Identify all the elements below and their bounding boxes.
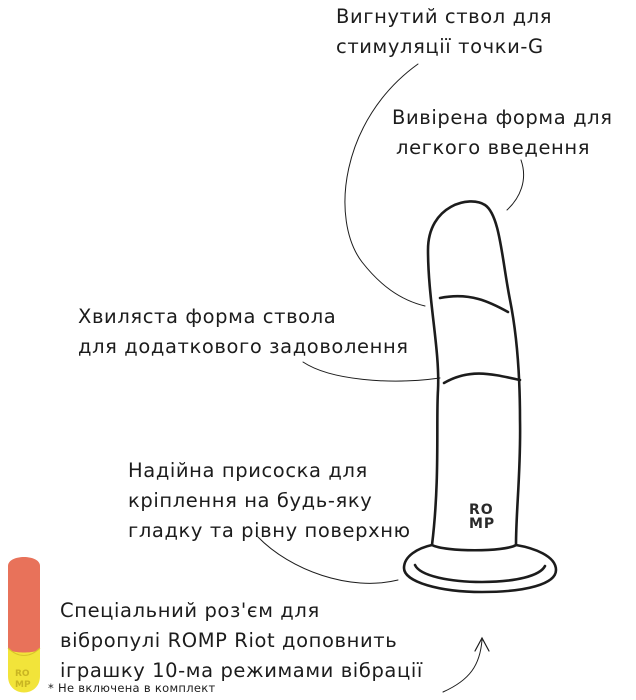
brand-logo-line: RO <box>469 502 494 518</box>
callout-line: Вигнутий ствол для <box>336 5 553 28</box>
callout-tapered-tip: Вивірена форма для легкого введення <box>392 103 613 163</box>
leader-line-suction-cup <box>257 536 399 584</box>
brand-logo-line: MP <box>469 516 496 532</box>
callout-bullet-port: Спеціальний роз'єм для вібропулі ROMP Ri… <box>60 596 423 686</box>
vibrating-bullet-image: RO MP <box>7 557 41 693</box>
callout-line: Хвиляста форма ствола <box>78 305 337 328</box>
product-brand-logo: RO MP <box>469 503 495 531</box>
leader-line-curved-shaft <box>344 63 426 307</box>
footnote: * Не включена в комплект <box>48 681 216 695</box>
leader-line-wavy-shaft <box>302 361 441 382</box>
bullet-logo-text: MP <box>15 680 31 690</box>
callout-line: Спеціальний роз'єм для <box>60 599 320 622</box>
callout-suction-cup: Надійна присоска для кріплення на будь-я… <box>128 456 411 546</box>
bullet-logo-text: RO <box>15 669 30 679</box>
callout-line: вібропулі ROMP Riot доповнить <box>60 629 398 652</box>
callout-wavy-shaft: Хвиляста форма ствола для додаткового за… <box>78 302 409 362</box>
callout-curved-shaft: Вигнутий ствол для стимуляції точки-G <box>336 2 552 62</box>
leader-line-bullet-port <box>442 639 483 693</box>
callout-line: іграшку 10-ма режимами вібрації <box>60 659 423 682</box>
callout-line: легкого введення <box>396 136 591 159</box>
arrow-head-icon <box>474 636 490 652</box>
callout-line: гладку та рівну поверхню <box>128 519 411 542</box>
callout-line: Надійна присоска для <box>128 459 368 482</box>
leader-line-tapered-tip <box>506 159 525 211</box>
callout-line: кріплення на будь-яку <box>128 489 373 512</box>
callout-line: Вивірена форма для <box>392 106 613 129</box>
callout-line: стимуляції точки-G <box>336 35 544 58</box>
callout-line: для додаткового задоволення <box>78 335 409 358</box>
dildo-outline <box>402 200 558 594</box>
